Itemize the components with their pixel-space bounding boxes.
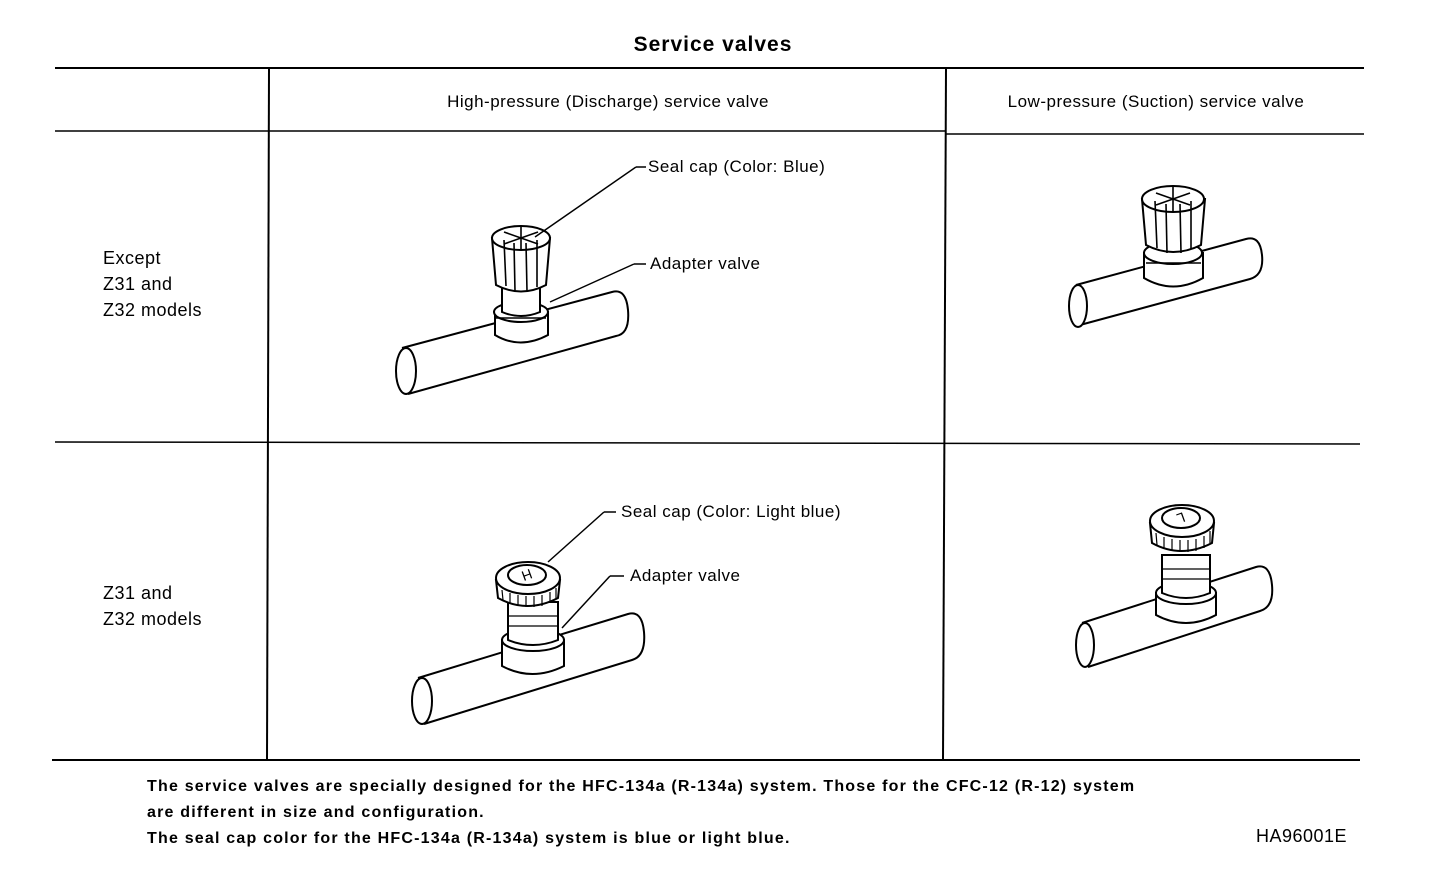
- row-label-line: Except: [103, 248, 162, 268]
- callout-seal-cap-row1: Seal cap (Color: Blue): [648, 157, 826, 176]
- row-label-z31-z32: Z31 and Z32 models: [103, 580, 202, 632]
- callout-adapter-valve-row1: Adapter valve: [650, 254, 761, 273]
- row-label-line: Z32 models: [103, 300, 203, 320]
- figure-code: HA96001E: [1256, 826, 1348, 846]
- callout-seal-cap-row2: Seal cap (Color: Light blue): [621, 502, 842, 521]
- page-title: Service valves: [633, 33, 793, 56]
- note-line-1: The service valves are specially designe…: [147, 778, 1136, 795]
- callout-adapter-valve-row2: Adapter valve: [630, 566, 741, 585]
- low-pressure-valve-illustration-row1: [1068, 185, 1264, 328]
- row-label-line: Z31 and: [103, 274, 173, 294]
- high-pressure-valve-illustration-row1: [395, 166, 646, 395]
- row-label-line: Z32 models: [103, 609, 203, 629]
- row-label-except-z31-z32: Except Z31 and Z32 models: [103, 245, 202, 323]
- high-pressure-valve-illustration-row2: H: [411, 511, 646, 725]
- note-line-2: are different in size and configuration.: [147, 804, 485, 821]
- row-label-line: Z31 and: [103, 583, 173, 603]
- note-line-3: The seal cap color for the HFC-134a (R-1…: [147, 830, 791, 847]
- column-header-low-pressure: Low-pressure (Suction) service valve: [1007, 92, 1305, 111]
- column-header-high-pressure: High-pressure (Discharge) service valve: [447, 92, 769, 111]
- low-pressure-valve-illustration-row2: L: [1075, 504, 1274, 668]
